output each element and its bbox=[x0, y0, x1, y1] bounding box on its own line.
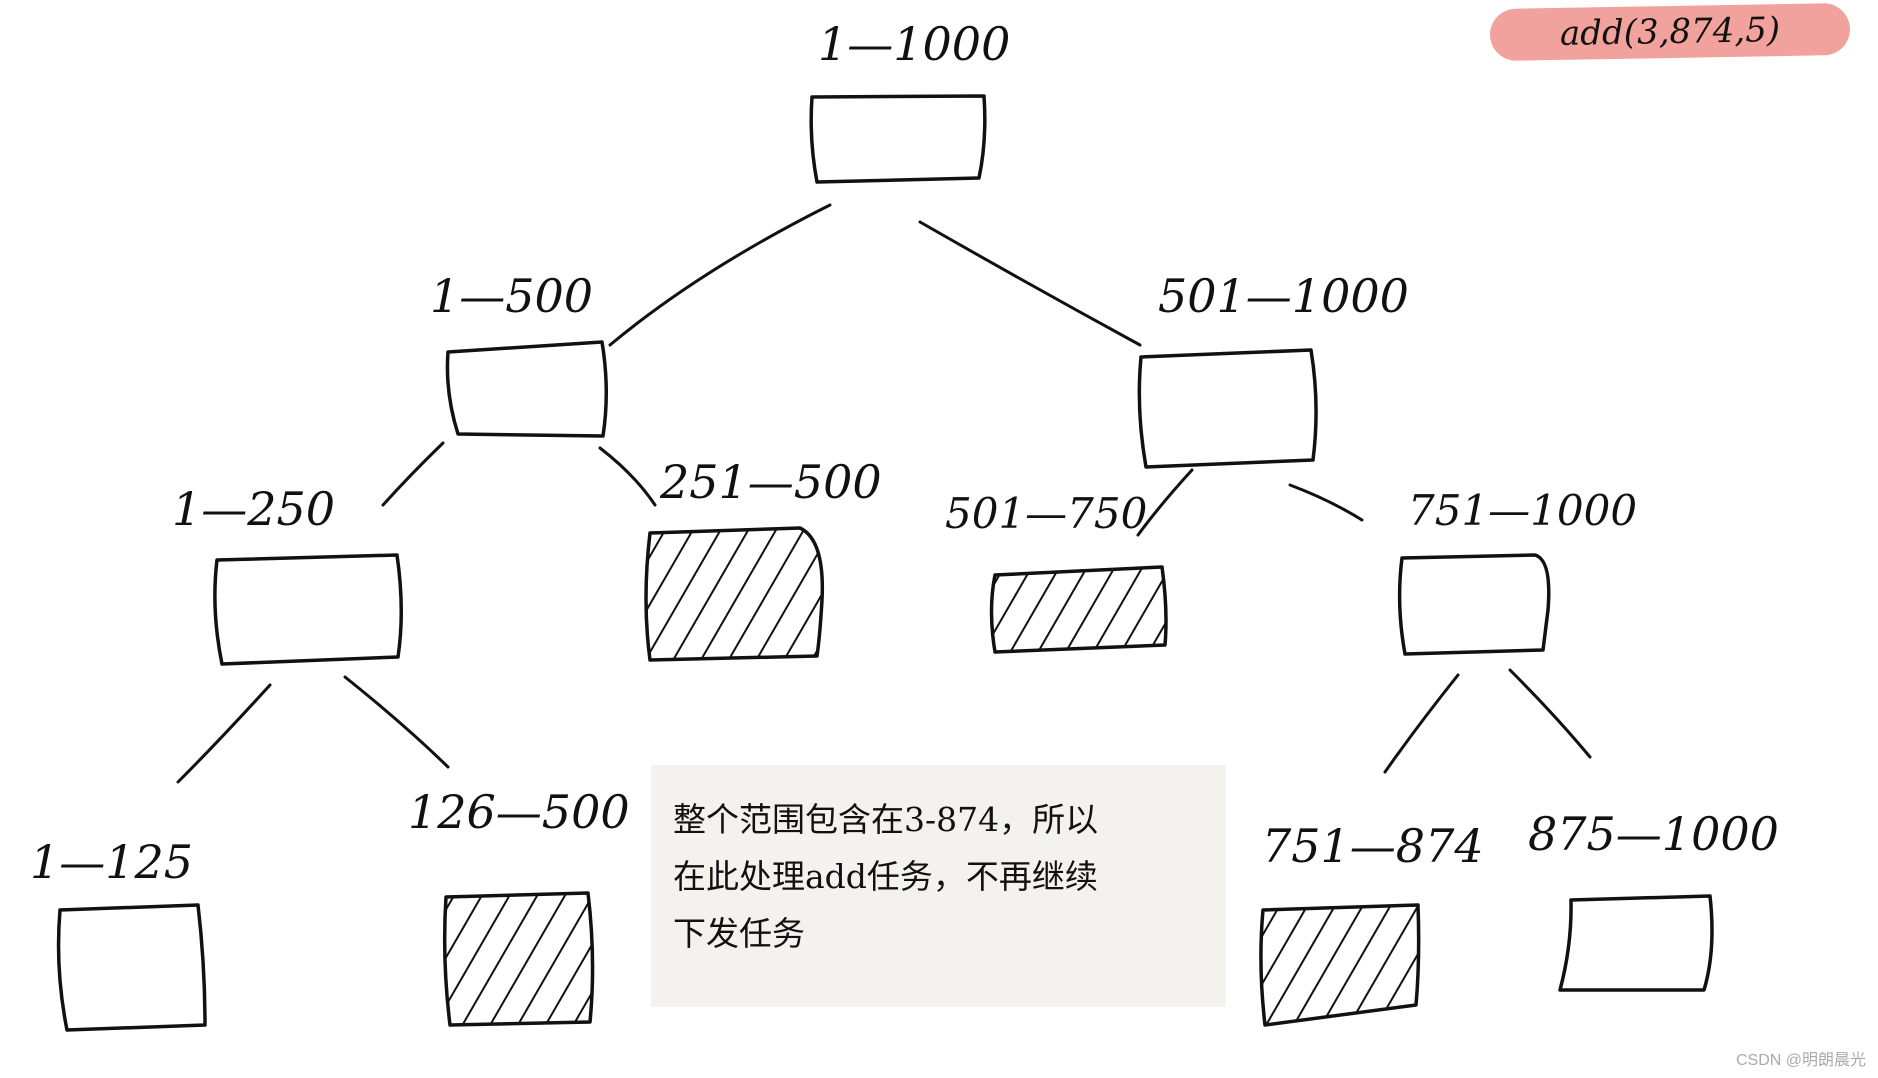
edge-n7-n11 bbox=[1508, 668, 1592, 759]
edge-n4-n9 bbox=[343, 675, 450, 769]
node-box-n11 bbox=[1558, 894, 1714, 992]
watermark: CSDN @明朗晨光 bbox=[1735, 1052, 1866, 1069]
edge-n1-n3 bbox=[918, 220, 1142, 347]
node-label-n9: 126—500 bbox=[408, 785, 630, 839]
node-label-n3: 501—1000 bbox=[1158, 269, 1409, 323]
node-box-n2 bbox=[445, 340, 608, 438]
node-label-n1: 1—1000 bbox=[818, 17, 1010, 71]
edge-n3-n7 bbox=[1288, 483, 1364, 522]
node-label-n4: 1—250 bbox=[172, 482, 335, 536]
node-box-n7 bbox=[1397, 553, 1551, 656]
edge-n7-n10 bbox=[1383, 673, 1460, 774]
edge-n3-n6 bbox=[1136, 468, 1194, 537]
note-line-2: 在此处理add任务，不再继续 bbox=[673, 857, 1098, 896]
node-box-n8 bbox=[56, 903, 207, 1032]
node-box-n9 bbox=[442, 891, 595, 1027]
edge-n1-n2 bbox=[608, 203, 832, 347]
edge-n2-n5 bbox=[598, 446, 657, 507]
node-box-n4 bbox=[213, 553, 404, 666]
node-box-n5 bbox=[644, 526, 825, 662]
node-label-n8: 1—125 bbox=[30, 835, 193, 889]
node-box-n1 bbox=[809, 94, 987, 184]
node-box-n10 bbox=[1259, 903, 1421, 1027]
edge-n4-n8 bbox=[176, 683, 272, 784]
explanation-note: 整个范围包含在3-874，所以 在此处理add任务，不再继续 下发任务 bbox=[651, 765, 1226, 1007]
operation-badge: add(3,874,5) bbox=[1489, 2, 1851, 62]
node-label-n11: 875—1000 bbox=[1528, 807, 1779, 861]
note-line-1: 整个范围包含在3-874，所以 bbox=[673, 800, 1099, 839]
node-label-n2: 1—500 bbox=[430, 269, 593, 323]
edge-n2-n4 bbox=[381, 441, 445, 507]
node-label-n7: 751—1000 bbox=[1408, 486, 1637, 535]
node-label-n10: 751—874 bbox=[1262, 819, 1484, 873]
node-box-n6 bbox=[989, 565, 1168, 654]
node-label-n6: 501—750 bbox=[945, 489, 1147, 538]
node-label-n5: 251—500 bbox=[659, 455, 882, 509]
node-box-n3 bbox=[1137, 348, 1318, 469]
operation-text: add(3,874,5) bbox=[1559, 10, 1781, 54]
note-line-3: 下发任务 bbox=[673, 914, 805, 953]
